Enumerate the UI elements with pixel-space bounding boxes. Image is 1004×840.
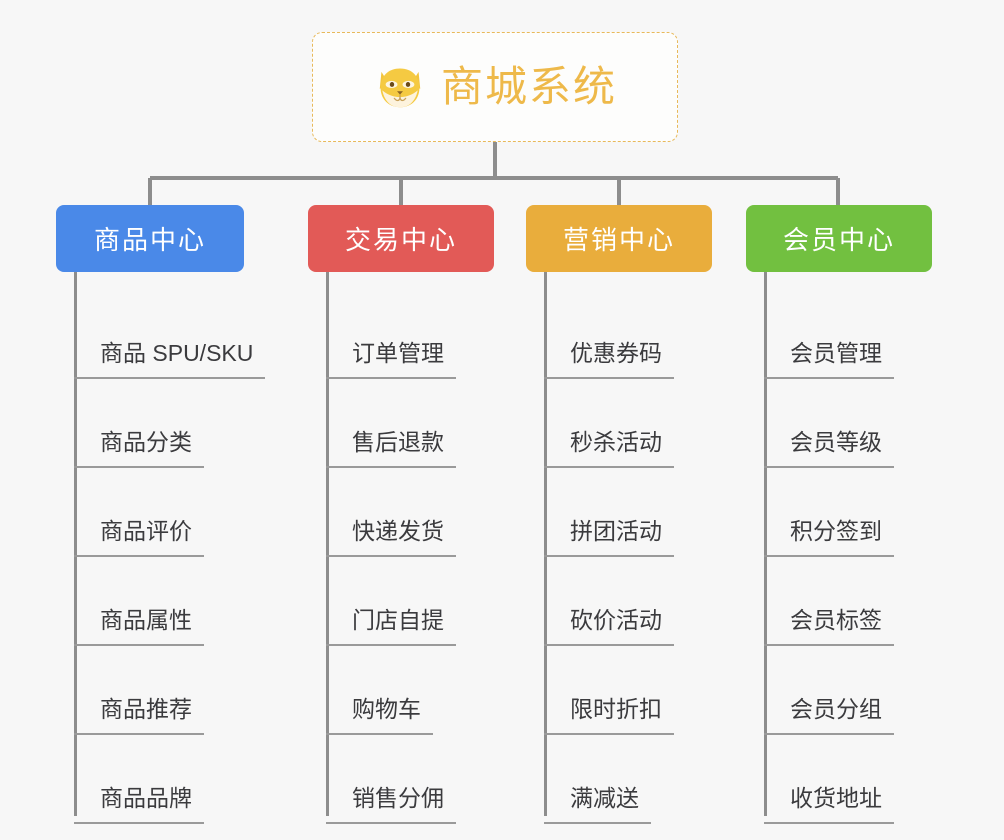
leaf-underline — [326, 822, 356, 824]
list-item[interactable]: 门店自提 — [308, 557, 494, 646]
branch-items-member-center: 会员管理 会员等级 积分签到 会员标签 会员分组 收货地址 — [746, 272, 932, 824]
list-item-label: 限时折扣 — [570, 696, 674, 735]
leaf-underline — [544, 555, 574, 557]
list-item-label: 商品属性 — [100, 607, 204, 646]
branch-header-marketing-center[interactable]: 营销中心 — [526, 205, 712, 272]
list-item-label: 优惠券码 — [570, 340, 674, 379]
list-item[interactable]: 销售分佣 — [308, 735, 494, 824]
list-item-label: 收货地址 — [790, 785, 894, 824]
leaf-underline — [74, 822, 104, 824]
branch-member-center: 会员中心 会员管理 会员等级 积分签到 会员标签 会员分组 — [746, 205, 932, 824]
branch-trade-center: 交易中心 订单管理 售后退款 快递发货 门店自提 购物车 — [308, 205, 494, 824]
branch-marketing-center: 营销中心 优惠券码 秒杀活动 拼团活动 砍价活动 限时折扣 — [526, 205, 712, 824]
list-item-label: 会员管理 — [790, 340, 894, 379]
branch-label: 交易中心 — [344, 225, 457, 255]
leaf-underline — [326, 466, 356, 468]
list-item-label: 砍价活动 — [570, 607, 674, 646]
list-item-label: 拼团活动 — [570, 518, 674, 557]
list-item-label: 快递发货 — [352, 518, 456, 557]
leaf-underline — [764, 733, 794, 735]
leaf-underline — [74, 733, 104, 735]
list-item[interactable]: 购物车 — [308, 646, 494, 735]
list-item[interactable]: 商品分类 — [56, 379, 265, 468]
list-item[interactable]: 拼团活动 — [526, 468, 712, 557]
leaf-underline — [764, 377, 794, 379]
branch-goods-center: 商品中心 商品 SPU/SKU 商品分类 商品评价 商品属性 商品推荐 — [56, 205, 266, 824]
branch-label: 会员中心 — [782, 225, 895, 255]
branch-spine — [544, 272, 547, 816]
list-item-label: 商品推荐 — [100, 696, 204, 735]
leaf-underline — [544, 822, 574, 824]
leaf-underline — [74, 466, 104, 468]
list-item[interactable]: 商品评价 — [56, 468, 265, 557]
list-item[interactable]: 售后退款 — [308, 379, 494, 468]
list-item[interactable]: 商品 SPU/SKU — [56, 290, 266, 379]
list-item-label: 会员标签 — [790, 607, 894, 646]
list-item-label: 积分签到 — [790, 518, 894, 557]
leaf-underline — [326, 644, 356, 646]
leaf-underline — [74, 644, 104, 646]
list-item-label: 商品分类 — [100, 429, 204, 468]
root-title: 商城系统 — [440, 63, 617, 110]
branch-spine — [326, 272, 329, 816]
list-item-label: 秒杀活动 — [570, 429, 674, 468]
list-item-label: 会员等级 — [790, 429, 894, 468]
leaf-underline — [544, 377, 574, 379]
list-item[interactable]: 快递发货 — [308, 468, 494, 557]
list-item[interactable]: 会员管理 — [746, 290, 932, 379]
list-item-label: 售后退款 — [352, 429, 456, 468]
branch-spine — [764, 272, 767, 816]
leaf-underline — [544, 644, 574, 646]
list-item[interactable]: 满减送 — [526, 735, 712, 824]
leaf-underline — [74, 555, 104, 557]
leaf-underline — [326, 377, 356, 379]
branch-header-goods-center[interactable]: 商品中心 — [56, 205, 244, 272]
list-item-label: 商品评价 — [100, 518, 204, 557]
branch-label: 营销中心 — [562, 225, 675, 255]
list-item[interactable]: 积分签到 — [746, 468, 932, 557]
leaf-underline — [764, 644, 794, 646]
list-item[interactable]: 商品品牌 — [56, 735, 265, 824]
leaf-underline — [544, 466, 574, 468]
leaf-underline — [544, 733, 574, 735]
list-item-label: 购物车 — [352, 696, 433, 735]
list-item-label: 订单管理 — [352, 340, 456, 379]
list-item[interactable]: 砍价活动 — [526, 557, 712, 646]
list-item[interactable]: 会员等级 — [746, 379, 932, 468]
branch-header-trade-center[interactable]: 交易中心 — [308, 205, 494, 272]
branch-label: 商品中心 — [93, 225, 206, 255]
list-item[interactable]: 限时折扣 — [526, 646, 712, 735]
branch-spine — [74, 272, 77, 816]
leaf-underline — [326, 555, 356, 557]
branch-items-trade-center: 订单管理 售后退款 快递发货 门店自提 购物车 销售分佣 — [308, 272, 494, 824]
list-item-label: 商品品牌 — [100, 785, 204, 824]
list-item[interactable]: 优惠券码 — [526, 290, 712, 379]
list-item-label: 门店自提 — [352, 607, 456, 646]
branch-items-marketing-center: 优惠券码 秒杀活动 拼团活动 砍价活动 限时折扣 满减送 — [526, 272, 712, 824]
list-item[interactable]: 秒杀活动 — [526, 379, 712, 468]
list-item[interactable]: 收货地址 — [746, 735, 932, 824]
list-item-label: 会员分组 — [790, 696, 894, 735]
list-item-label: 销售分佣 — [352, 785, 456, 824]
branch-items-goods-center: 商品 SPU/SKU 商品分类 商品评价 商品属性 商品推荐 商品品牌 — [56, 272, 266, 824]
list-item[interactable]: 会员标签 — [746, 557, 932, 646]
list-item[interactable]: 订单管理 — [308, 290, 494, 379]
leaf-underline — [764, 555, 794, 557]
leaf-underline — [764, 466, 794, 468]
branch-header-member-center[interactable]: 会员中心 — [746, 205, 932, 272]
leaf-underline — [74, 377, 104, 379]
list-item[interactable]: 商品属性 — [56, 557, 265, 646]
list-item[interactable]: 会员分组 — [746, 646, 932, 735]
leaf-underline — [326, 733, 356, 735]
list-item-label: 满减送 — [570, 785, 651, 824]
list-item-label: 商品 SPU/SKU — [100, 340, 266, 379]
leaf-underline — [764, 822, 794, 824]
shiba-dog-face-icon — [379, 68, 421, 108]
list-item[interactable]: 商品推荐 — [56, 646, 265, 735]
root-node[interactable]: 商城系统 — [312, 32, 678, 142]
